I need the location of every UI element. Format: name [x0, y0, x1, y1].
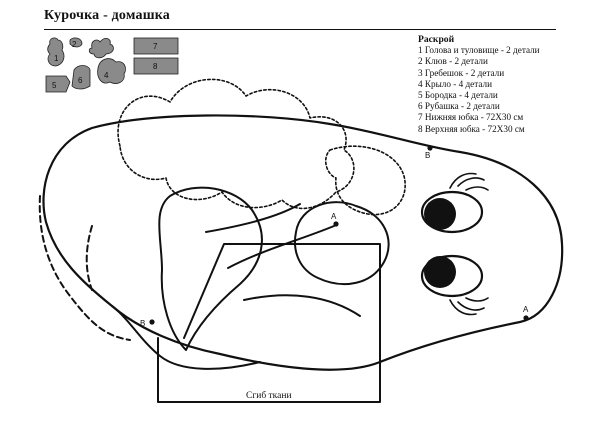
- thumb-label-8: 8: [153, 62, 158, 71]
- legend-item: 1 Голова и туловище - 2 детали: [418, 45, 540, 56]
- comb-outline: [117, 78, 355, 210]
- marker-label-a-right: A: [523, 305, 529, 314]
- legend-item: 4 Крыло - 4 детали: [418, 78, 493, 89]
- marker-dot-a: [333, 221, 339, 227]
- thumb-piece-5: [45, 75, 71, 93]
- title-underline: [44, 29, 556, 30]
- legend-item: 2 Клюв - 2 детали: [418, 56, 488, 67]
- marker-label-a: A: [331, 212, 337, 221]
- thumb-label-5: 5: [52, 81, 57, 90]
- marker-dot-a-right: [523, 315, 529, 321]
- stitch-line-wing: [85, 225, 93, 291]
- shirt-outline: [205, 203, 361, 317]
- thumb-label-1: 1: [54, 54, 59, 63]
- thumb-piece-6: [71, 65, 91, 90]
- legend-item: 5 Бородка - 4 детали: [418, 90, 498, 101]
- thumb-label-2: 2: [72, 40, 77, 49]
- legend-item: 6 Рубашка - 2 детали: [418, 101, 500, 112]
- thumb-label-6: 6: [78, 76, 83, 85]
- thumb-piece-2: [69, 37, 83, 48]
- legend-list: 1 Голова и туловище - 2 детали 2 Клюв - …: [418, 45, 540, 135]
- page-title: Курочка - домашка: [44, 8, 170, 23]
- eye-upper: [420, 172, 489, 234]
- thumb-label-7: 7: [153, 42, 158, 51]
- thumb-piece-1: [47, 37, 65, 67]
- marker-label-b: B: [140, 319, 145, 328]
- legend-item: 3 Гребешок - 2 детали: [418, 67, 505, 78]
- thumb-label-4: 4: [104, 71, 109, 80]
- legend-item: 7 Нижняя юбка - 72X30 см: [418, 112, 524, 123]
- thumb-piece-8: [133, 57, 179, 75]
- inner-body-curve: [111, 305, 261, 370]
- thumb-piece-3: [88, 38, 114, 59]
- fold-rectangle: [157, 243, 381, 403]
- wing-outline: [158, 186, 263, 351]
- stitch-line-left: [38, 195, 131, 341]
- marker-dot-b-top: [427, 145, 433, 151]
- eye-lower: [420, 254, 489, 316]
- marker-label-b-top: B: [425, 151, 430, 160]
- beak-outline: [324, 145, 406, 216]
- legend-heading: Раскрой: [418, 34, 455, 45]
- fold-label: Сгиб ткани: [246, 390, 292, 401]
- pieces-thumbnail-layout: 1 2 3 4 5 6 7 8: [45, 37, 179, 93]
- marker-dot-b: [149, 319, 155, 325]
- thumb-piece-4: [97, 58, 126, 84]
- wattle-outline: [294, 201, 390, 285]
- cutting-legend: Раскрой 1 Голова и туловище - 2 детали 2…: [418, 34, 540, 135]
- head-body-outline: [42, 114, 564, 371]
- legend-item: 8 Верхняя юбка - 72X30 см: [418, 123, 525, 134]
- thumb-piece-7: [133, 37, 179, 55]
